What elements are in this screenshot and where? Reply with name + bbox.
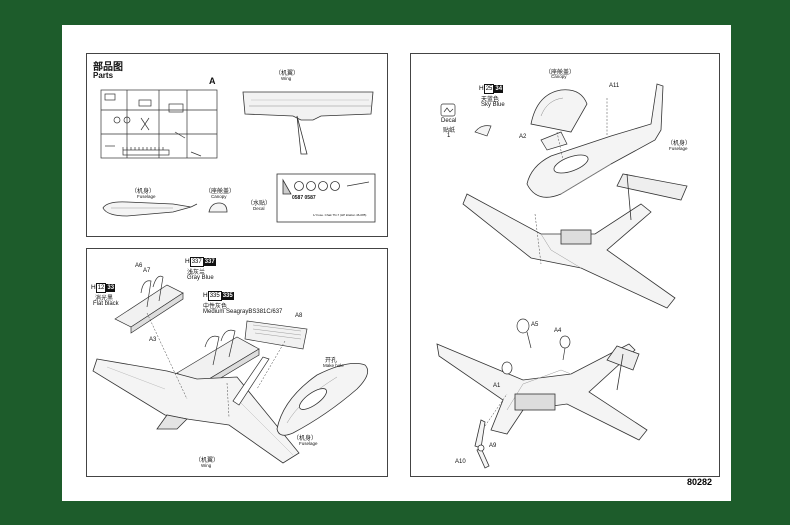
parts-drawings	[100, 89, 376, 223]
color-code: 25	[483, 84, 495, 94]
fuselage-en: Fuselage	[669, 146, 688, 151]
color-prefix: H	[91, 284, 96, 291]
part-label-a4: A4	[554, 328, 562, 334]
open-hole-cn: 开孔	[325, 357, 338, 364]
canopy-cn: （座舱盖）	[545, 69, 576, 76]
sky-blue-cn: 天蓝色	[481, 96, 500, 103]
part-label-a3: A3	[149, 337, 157, 343]
canopy-label-cn: （座舱盖）	[205, 188, 236, 195]
part-label-a9: A9	[489, 443, 497, 449]
open-hole-en: Make hole	[323, 363, 344, 368]
canopy-en: Canopy	[551, 74, 567, 79]
fuselage-en: Fuselage	[299, 441, 318, 446]
fuselage-label-cn: （机身）	[131, 188, 156, 195]
color-code-alt: 337	[203, 258, 216, 266]
canopy-label-en: Canopy	[211, 194, 227, 199]
sprue-letter: A	[209, 76, 216, 86]
color-code-alt: 335	[221, 292, 234, 300]
color-code-alt: 34	[494, 85, 504, 93]
color-prefix: H	[203, 292, 208, 299]
fuselage-label-en: Fuselage	[137, 194, 156, 199]
wing-label-cn: （机翼）	[275, 70, 300, 77]
color-prefix: H	[479, 85, 484, 92]
color3-cn: 中性灰色	[203, 303, 228, 310]
wing-en: Wing	[201, 463, 212, 468]
fuselage-cn: （机身）	[293, 435, 318, 442]
sky-blue-en: Sky Blue	[481, 102, 505, 108]
decal-label-cn: （水贴）	[247, 200, 272, 207]
wing-cn: （机翼）	[195, 457, 220, 464]
part-label-a2: A2	[519, 134, 527, 140]
part-label-a11: A11	[609, 83, 620, 89]
decal-fine-print: 1/ Fuse. Chak TN-7 (HP kitalion 46-085)	[313, 213, 367, 217]
decal-en: Decal	[441, 118, 457, 124]
color1-en: Flat black	[93, 301, 119, 307]
part-label-a8: A8	[295, 313, 303, 319]
step-right-drawings	[436, 83, 688, 469]
color3-en: Medium SeagrayBS381C/637	[203, 309, 283, 315]
color-code: 337	[189, 257, 204, 267]
decal-num: 1	[447, 133, 451, 139]
decal-cn: 贴纸	[443, 127, 456, 134]
wing-label-en: Wing	[281, 76, 292, 81]
color-code-alt: 33	[106, 284, 116, 292]
decal-codes: 0587 0587	[292, 195, 316, 201]
color-code: 12	[95, 283, 107, 293]
decal-label-en: Decal	[253, 206, 265, 211]
parts-title-cn: 部品图	[93, 62, 123, 73]
part-label-a7: A7	[143, 268, 151, 274]
part-label-a5: A5	[531, 322, 539, 328]
color1-cn: 消光黑	[95, 295, 114, 302]
color-code: 335	[207, 291, 222, 301]
color-prefix: H	[185, 258, 190, 265]
color2-en: Gray Blue	[187, 275, 214, 281]
parts-panel: 部品图 Parts A	[86, 53, 388, 237]
color2-cn: 浅灰兰	[187, 269, 206, 276]
part-label-a10: A10	[455, 459, 466, 465]
part-label-a6: A6	[135, 263, 143, 269]
fuselage-cn: （机身）	[667, 140, 692, 147]
step-left-drawings	[92, 275, 369, 464]
parts-title-en: Parts	[93, 71, 114, 80]
page-number: 80282	[687, 477, 713, 487]
part-label-a1: A1	[493, 383, 501, 389]
